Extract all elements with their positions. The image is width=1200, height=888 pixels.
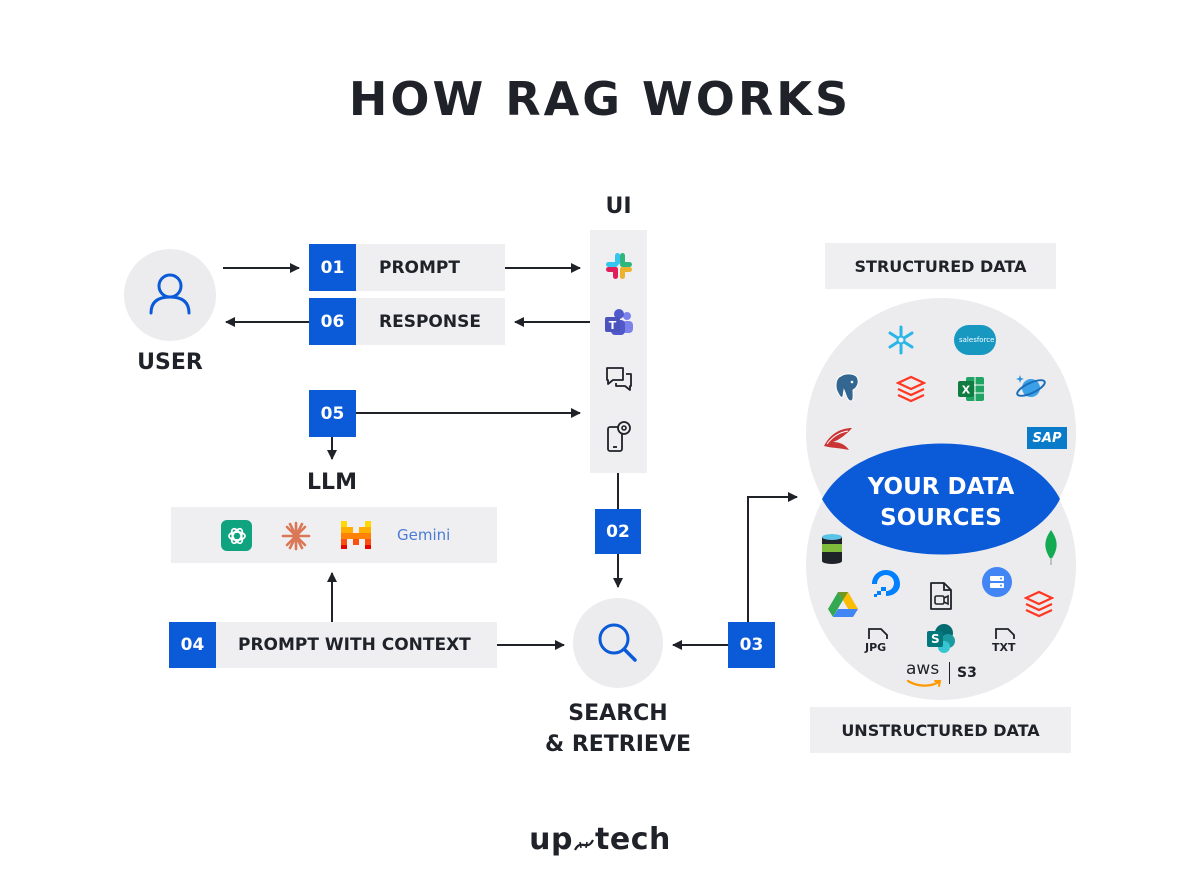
aws-s3-logo: aws S3: [904, 659, 984, 691]
step-04-badge: 04: [169, 622, 216, 668]
step-04-label: PROMPT WITH CONTEXT: [216, 622, 497, 668]
step-01-badge: 01: [309, 244, 356, 291]
snowflake-icon: [885, 324, 917, 356]
cloud-sql-icon: [982, 567, 1012, 597]
step-01-label: PROMPT: [356, 244, 505, 291]
step-03-badge: 03: [728, 622, 775, 668]
page-title: HOW RAG WORKS: [348, 72, 852, 126]
amazon-smile-icon: [906, 679, 942, 687]
claude-icon: [280, 520, 312, 552]
search-circle: [573, 598, 663, 688]
brand-left: up: [529, 822, 573, 857]
txt-text: TXT: [992, 641, 1016, 654]
svg-text:T: T: [609, 319, 617, 332]
mistral-icon: [340, 520, 372, 550]
step-05-badge: 05: [309, 390, 356, 437]
salesforce-icon: salesforce: [954, 325, 996, 355]
teams-icon: T: [603, 307, 635, 339]
chatgpt-icon: [221, 520, 252, 551]
salesforce-text: salesforce: [959, 336, 995, 344]
svg-text:X: X: [962, 384, 971, 397]
mongodb-icon: [1039, 527, 1063, 567]
excel-icon: X: [956, 374, 986, 404]
search-label-line2: & RETRIEVE: [544, 732, 692, 757]
sap-text: SAP: [1032, 430, 1062, 446]
step-02-badge: 02: [595, 509, 641, 554]
search-retrieve-label: SEARCH & RETRIEVE: [518, 698, 718, 760]
jpg-file-icon: JPG: [862, 627, 894, 657]
cosmos-db-icon: [1015, 372, 1047, 402]
sql-server-icon: [821, 424, 855, 454]
digitalocean-icon: [869, 567, 903, 601]
ui-panel: T: [590, 230, 647, 473]
chat-icon: [603, 363, 635, 395]
your-data-line2: SOURCES: [880, 505, 1002, 531]
unstructured-data-label: UNSTRUCTURED DATA: [810, 707, 1071, 753]
step-06-label: RESPONSE: [356, 298, 505, 345]
llm-panel: Gemini: [171, 507, 497, 563]
ui-label: UI: [605, 194, 632, 219]
jpg-text: JPG: [865, 641, 887, 654]
sharepoint-text: S: [931, 632, 940, 646]
search-label-line1: SEARCH: [568, 701, 668, 726]
sharepoint-icon: S: [925, 623, 957, 655]
databricks-icon: [896, 374, 926, 406]
gemini-logo: Gemini: [397, 526, 451, 544]
arrow-03-to-datasources: [747, 492, 798, 622]
uptech-logo: up tech: [520, 822, 680, 862]
search-icon: [598, 623, 637, 662]
your-data-sources-text: YOUR DATA SOURCES: [822, 472, 1060, 534]
your-data-line1: YOUR DATA: [867, 474, 1015, 500]
mobile-settings-icon: [603, 418, 635, 454]
video-file-icon: [927, 580, 955, 612]
postgresql-icon: [833, 372, 863, 404]
structured-data-label: STRUCTURED DATA: [825, 243, 1056, 289]
slack-icon: [603, 250, 635, 282]
user-avatar-circle: [124, 249, 216, 341]
google-drive-icon: [827, 589, 859, 619]
your-data-sources-blob: [822, 443, 1060, 555]
step-06-badge: 06: [309, 298, 356, 345]
sap-icon: SAP: [1027, 427, 1067, 449]
databricks-unstructured-icon: [1024, 589, 1054, 621]
user-icon: [149, 273, 191, 315]
llm-label: LLM: [307, 470, 357, 495]
s3-text: S3: [957, 665, 977, 681]
user-label: USER: [137, 350, 203, 375]
aws-text: aws: [906, 659, 940, 679]
brand-dna-icon: [574, 838, 594, 851]
aws-divider: [949, 662, 950, 684]
txt-file-icon: TXT: [989, 627, 1021, 657]
storage-icon: [819, 531, 845, 565]
brand-right: tech: [595, 822, 671, 857]
